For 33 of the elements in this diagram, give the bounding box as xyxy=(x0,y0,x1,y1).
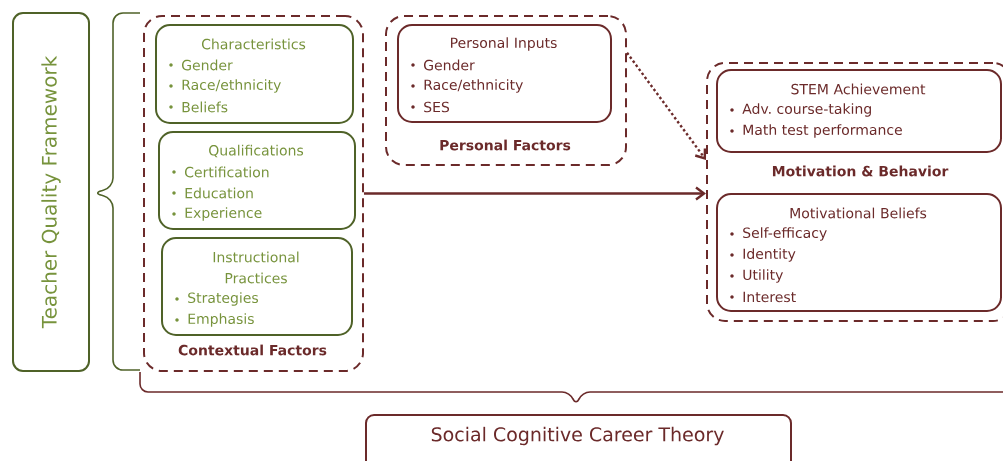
list-item: Race/ethnicity xyxy=(424,79,523,93)
list-item: Identity xyxy=(743,248,796,262)
rounded-box xyxy=(716,69,1002,153)
list-item: Gender xyxy=(182,59,233,71)
box-title: Characteristics xyxy=(201,38,306,50)
list-item: Gender xyxy=(424,59,475,71)
rotated-title-box: Teacher Quality Framework xyxy=(12,12,90,372)
arrow xyxy=(626,52,707,160)
list-item: Certification xyxy=(185,166,269,178)
list-item: SES xyxy=(424,101,450,113)
box-title: Motivational Beliefs xyxy=(790,207,927,219)
list-item: Interest xyxy=(743,291,796,303)
list-item: Math test performance xyxy=(743,124,902,138)
list-item: Self-efficacy xyxy=(743,227,827,241)
rounded-box xyxy=(155,24,354,124)
list-item: Adv. course-taking xyxy=(742,103,871,117)
list-item: Utility xyxy=(743,269,783,283)
box-title: Qualifications xyxy=(209,144,304,158)
list-item: Emphasis xyxy=(188,313,254,327)
box-title: Personal Inputs xyxy=(451,37,557,51)
box-title: Instructional Practices xyxy=(213,251,299,284)
arrow xyxy=(364,186,706,201)
list-item: Education xyxy=(185,187,253,199)
rounded-box xyxy=(397,24,612,123)
list-item: Strategies xyxy=(188,292,259,306)
rounded-box xyxy=(161,237,353,336)
list-item: Beliefs xyxy=(182,101,228,113)
box-title: STEM Achievement xyxy=(791,83,926,95)
rounded-box xyxy=(158,131,356,230)
rounded-box xyxy=(716,193,1002,312)
list-item: Race/ethnicity xyxy=(182,79,281,93)
theory-box: Social Cognitive Career Theory xyxy=(365,414,792,461)
list-item: Experience xyxy=(185,207,262,221)
